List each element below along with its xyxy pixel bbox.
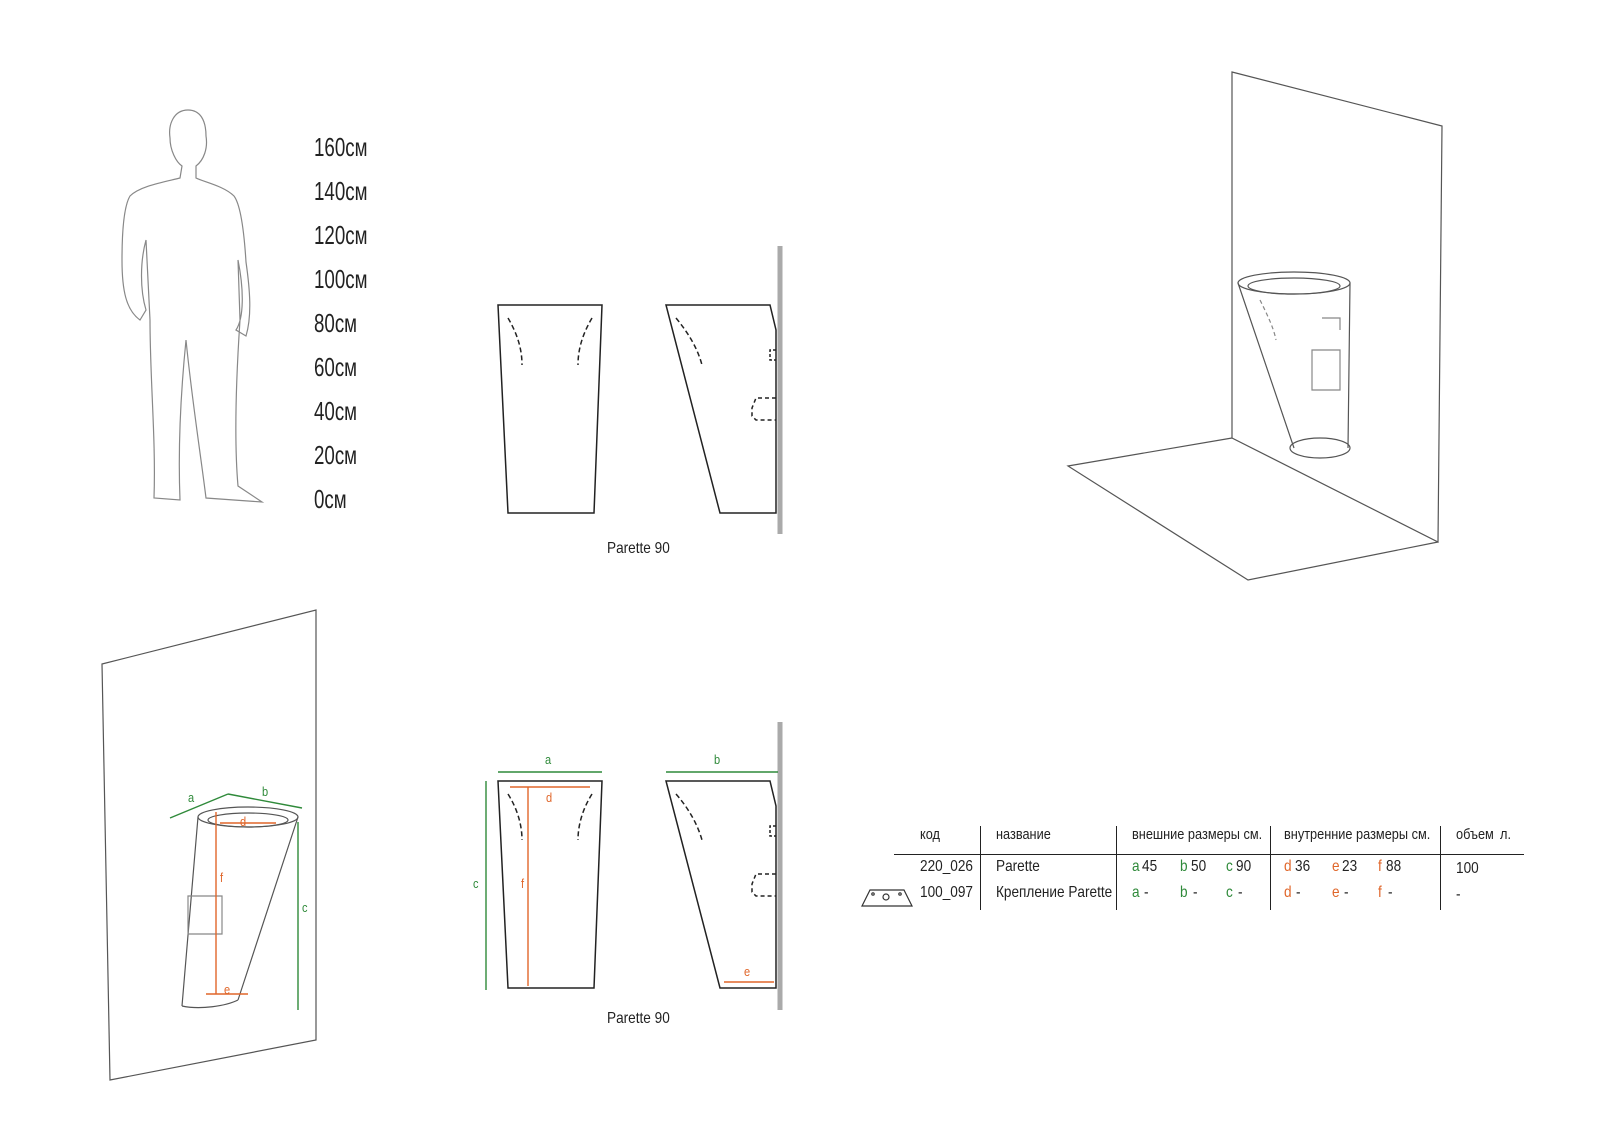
dim-d-value: 36 [1295,858,1311,875]
dim-e-value: - [1344,884,1349,901]
dim-label-a-persp: a [188,790,195,805]
dim-d-label: d [1284,858,1292,875]
table-divider [980,826,981,910]
scale-label: 160см [314,132,368,162]
scale-label: 40см [314,396,358,426]
scale-label: 120см [314,220,368,250]
dim-c-label: c [1226,858,1233,875]
table-divider [1116,826,1117,910]
dim-e-value: 23 [1342,858,1358,875]
dim-label-f-persp: f [220,870,224,885]
volume-value: - [1456,886,1461,903]
dim-a-value: 45 [1142,858,1158,875]
table-divider [1440,826,1441,910]
table-row: 220_026 [920,858,973,875]
dim-label-b-persp: b [262,784,269,799]
dim-e-label: e [1332,884,1340,901]
perspective-room-top [1066,71,1443,581]
dim-c-label: c [1226,884,1233,901]
dim-f-label: f [1378,858,1382,875]
dim-c-value: - [1238,884,1243,901]
dim-a-label: a [1132,884,1140,901]
dim-label-c-persp: c [302,900,308,915]
mount-bracket-icon [861,889,913,907]
dim-d-value: - [1296,884,1301,901]
scale-label: 140см [314,176,368,206]
volume-value: 100 [1456,860,1479,877]
side-view-top [665,246,783,534]
human-silhouette [121,109,265,503]
dim-a-label: a [1132,858,1140,875]
dim-b-label: b [1180,858,1188,875]
dim-c-value: 90 [1236,858,1252,875]
dim-f-value: - [1388,884,1393,901]
side-view-bottom [665,722,783,1010]
caption-top: Parette 90 [607,540,670,557]
dim-b-value: 50 [1191,858,1207,875]
dim-label-c: c [473,876,479,891]
header-volume: объем [1456,826,1494,843]
dim-label-d-persp: d [240,814,247,829]
dim-label-d: d [546,790,553,805]
table-row: Parette [996,858,1040,875]
caption-bottom: Parette 90 [607,1010,670,1027]
table-divider [1270,826,1271,910]
dim-f-value: 88 [1386,858,1402,875]
front-view-top [497,304,603,514]
perspective-view-bottom [101,609,317,1081]
dim-b-value: - [1193,884,1198,901]
dim-label-e: e [744,964,751,979]
dim-label-e-persp: e [224,982,231,997]
dim-label-a: a [545,752,552,767]
table-header-rule [894,854,1524,855]
dim-b-label: b [1180,884,1188,901]
dim-label-f: f [521,876,525,891]
dim-a-value: - [1144,884,1149,901]
header-volume-unit: л. [1500,826,1511,843]
scale-label: 20см [314,440,358,470]
table-row: Крепление Parette [996,884,1113,901]
spec-table: код название внешние размеры см. внутрен… [850,826,1530,916]
scale-label: 80см [314,308,358,338]
dim-label-b: b [714,752,721,767]
dim-f-label: f [1378,884,1382,901]
header-inner: внутренние размеры см. [1284,826,1431,843]
scale-label: 60см [314,352,358,382]
scale-label: 0см [314,484,347,514]
table-row: 100_097 [920,884,973,901]
header-name: название [996,826,1051,843]
header-code: код [920,826,940,843]
scale-label: 100см [314,264,368,294]
dim-e-label: e [1332,858,1340,875]
dim-d-label: d [1284,884,1292,901]
front-view-bottom [485,771,603,990]
header-outer: внешние размеры см. [1132,826,1263,843]
